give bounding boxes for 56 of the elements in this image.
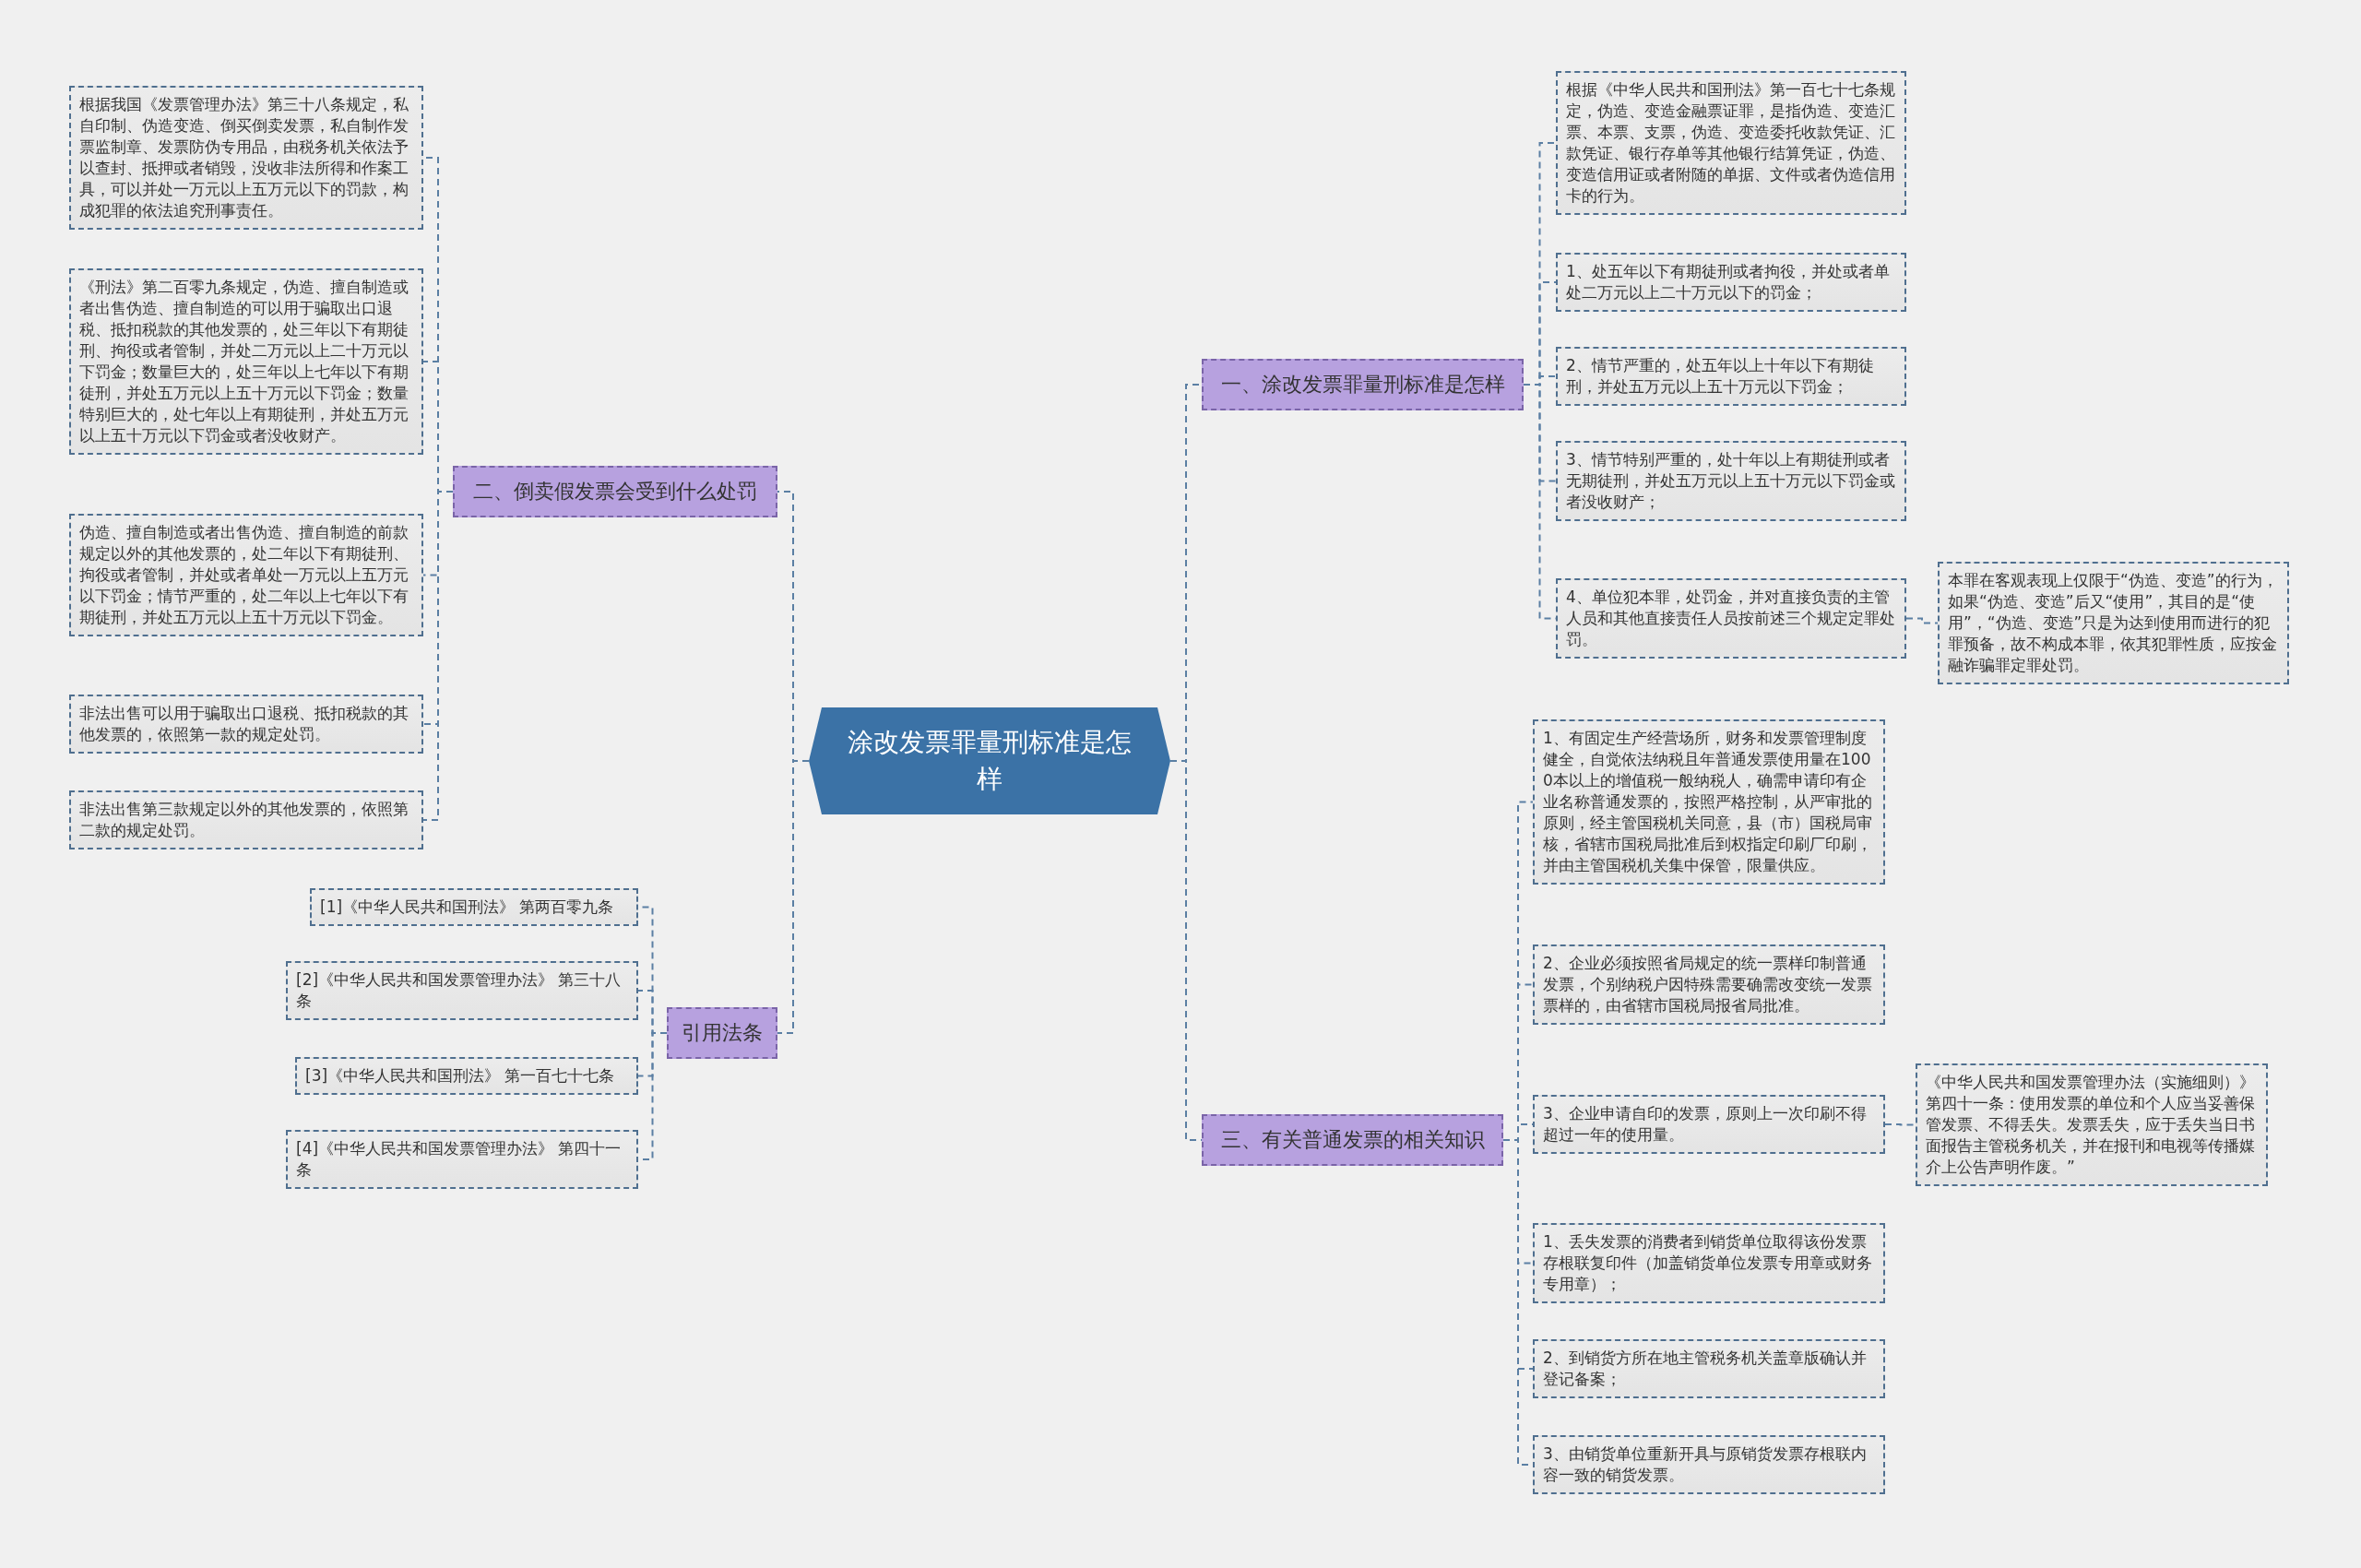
note-box xyxy=(69,695,423,754)
note-box xyxy=(69,790,423,849)
note-text: 1、有固定生产经营场所，财务和发票管理制度健全，自觉依法纳税且年普通发票使用量在1000本以上的增值税一般纳税人，确需申请印有企业名称普通发票的，按照严格控制，从严审批的原则，经主管国税机关同意，县（市）国税局审核，省辖市国税局批准后到权指定印刷厂印刷，并由主管国税机关集中保管，限量供应。 xyxy=(1543,728,1873,876)
note-box xyxy=(1533,719,1885,885)
note-text: 根据《中华人民共和国刑法》第一百七十七条规定，伪造、变造金融票证罪，是指伪造、变造汇票、本票、支票，伪造、变造委托收款凭证、汇款凭证、银行存单等其他银行结算凭证，伪造、变造信用证或者附随的单据、文件或者伪造信用卡的行为。 xyxy=(1566,79,1896,207)
branch-topic xyxy=(453,466,777,517)
note-box xyxy=(1533,1223,1885,1303)
connector-line xyxy=(1884,1123,1916,1126)
note-box xyxy=(1533,1339,1885,1398)
note-text: 3、情节特别严重的，处十年以上有期徒刑或者无期徒刑，并处五万元以上五十万元以下罚金或者没收财产； xyxy=(1566,449,1896,513)
note-box xyxy=(310,888,638,926)
note-box xyxy=(286,1130,638,1189)
note-box xyxy=(1938,562,2289,684)
note-box xyxy=(1533,1095,1885,1154)
note-text: 3、企业申请自印的发票，原则上一次印刷不得超过一年的使用量。 xyxy=(1543,1103,1868,1146)
note-box xyxy=(1556,253,1906,312)
branch-topic-text: 引用法条 xyxy=(681,1020,764,1046)
note-text: 2、情节严重的，处五年以上十年以下有期徒刑，并处五万元以上五十万元以下罚金； xyxy=(1566,355,1875,398)
note-text: 《刑法》第二百零九条规定，伪造、擅自制造或者出售伪造、擅自制造的可以用于骗取出口退税、抵扣税款的其他发票的，处三年以下有期徒刑、拘役或者管制，并处二万元以上二十万元以下罚金；数量巨大的，处三年以上七年以下有期徒刑，并处五万元以上五十万元以下罚金；数量特别巨大的，处七年以上有期徒刑，并处五万元以上五十万元以下罚金或者没收财产。 xyxy=(79,277,409,446)
note-box xyxy=(69,268,423,455)
connector-line xyxy=(777,760,810,1034)
branch-topic-text: 三、有关普通发票的相关知识 xyxy=(1219,1127,1486,1153)
note-text: 1、丢失发票的消费者到销货单位取得该份发票存根联复印件（加盖销货单位发票专用章或财务专用章）； xyxy=(1543,1231,1873,1295)
note-text: 非法出售第三款规定以外的其他发票的，依照第二款的规定处罚。 xyxy=(79,799,409,841)
central-topic-text: 涂改发票罪量刑标准是怎样 xyxy=(847,726,1133,796)
note-box xyxy=(1556,347,1906,406)
note-box xyxy=(69,514,423,636)
note-text: 《中华人民共和国发票管理办法（实施细则）》第四十一条：使用发票的单位和个人应当妥善保管发票、不得丢失。发票丢失，应于丢失当日书面报告主管税务机关，并在报刊和电视等传播媒介上公告声明作废。” xyxy=(1926,1072,2256,1178)
note-text: 非法出售可以用于骗取出口退税、抵扣税款的其他发票的，依照第一款的规定处罚。 xyxy=(79,703,409,745)
connector-line xyxy=(1905,617,1939,624)
note-box xyxy=(1556,578,1906,659)
note-box xyxy=(1556,441,1906,521)
note-text: 1、处五年以下有期徒刑或者拘役，并处或者单处二万元以上二十万元以下的罚金； xyxy=(1566,261,1891,303)
note-text: 根据我国《发票管理办法》第三十八条规定，私自印制、伪造变造、倒买倒卖发票，私自制作发票监制章、发票防伪专用品，由税务机关依法予以查封、抵押或者销毁，没收非法所得和作案工具，可以并处一万元以上五万元以下的罚款，构成犯罪的依法追究刑事责任。 xyxy=(79,94,409,221)
note-text: 3、由销货单位重新开具与原销货发票存根联内容一致的销货发票。 xyxy=(1543,1443,1868,1486)
note-text: [4]《中华人民共和国发票管理办法》 第四十一条 xyxy=(296,1138,623,1181)
branch-topic xyxy=(1202,359,1524,410)
note-box xyxy=(295,1057,638,1095)
branch-topic xyxy=(667,1007,777,1059)
note-text: 4、单位犯本罪，处罚金，并对直接负责的主管人员和其他直接责任人员按前述三个规定定罪处罚。 xyxy=(1566,587,1896,650)
branch-topic-text: 一、涂改发票罪量刑标准是怎样 xyxy=(1219,372,1506,398)
note-box xyxy=(1533,1435,1885,1494)
note-box xyxy=(1533,944,1885,1025)
note-text: 本罪在客观表现上仅限于“伪造、变造”的行为，如果“伪造、变造”后又“使用”，其目的是“使用”，“伪造、变造”只是为达到使用而进行的犯罪预备，故不构成本罪，依其犯罪性质，应按金融诈骗罪定罪处罚。 xyxy=(1948,570,2279,676)
branch-topic xyxy=(1202,1114,1503,1166)
note-box xyxy=(1556,71,1906,215)
note-text: [3]《中华人民共和国刑法》 第一百七十七条 xyxy=(305,1065,616,1087)
note-box xyxy=(1916,1063,2268,1186)
note-text: 伪造、擅自制造或者出售伪造、擅自制造的前款规定以外的其他发票的，处二年以下有期徒刑、拘役或者管制，并处或者单处一万元以上五万元以下罚金；情节严重的，处二年以上七年以下有期徒刑，并处五万元以上五十万元以下罚金。 xyxy=(79,522,409,628)
note-box xyxy=(286,961,638,1020)
note-text: [2]《中华人民共和国发票管理办法》 第三十八条 xyxy=(296,969,623,1012)
note-box xyxy=(69,86,423,230)
note-text: 2、企业必须按照省局规定的统一票样印制普通发票，个别纳税户因特殊需要确需改变统一发票票样的，由省辖市国税局报省局批准。 xyxy=(1543,953,1873,1016)
note-text: [1]《中华人民共和国刑法》 第两百零九条 xyxy=(320,897,615,918)
note-text: 2、到销货方所在地主管税务机关盖章版确认并登记备案； xyxy=(1543,1348,1868,1390)
branch-topic-text: 二、倒卖假发票会受到什么处罚 xyxy=(472,479,758,505)
